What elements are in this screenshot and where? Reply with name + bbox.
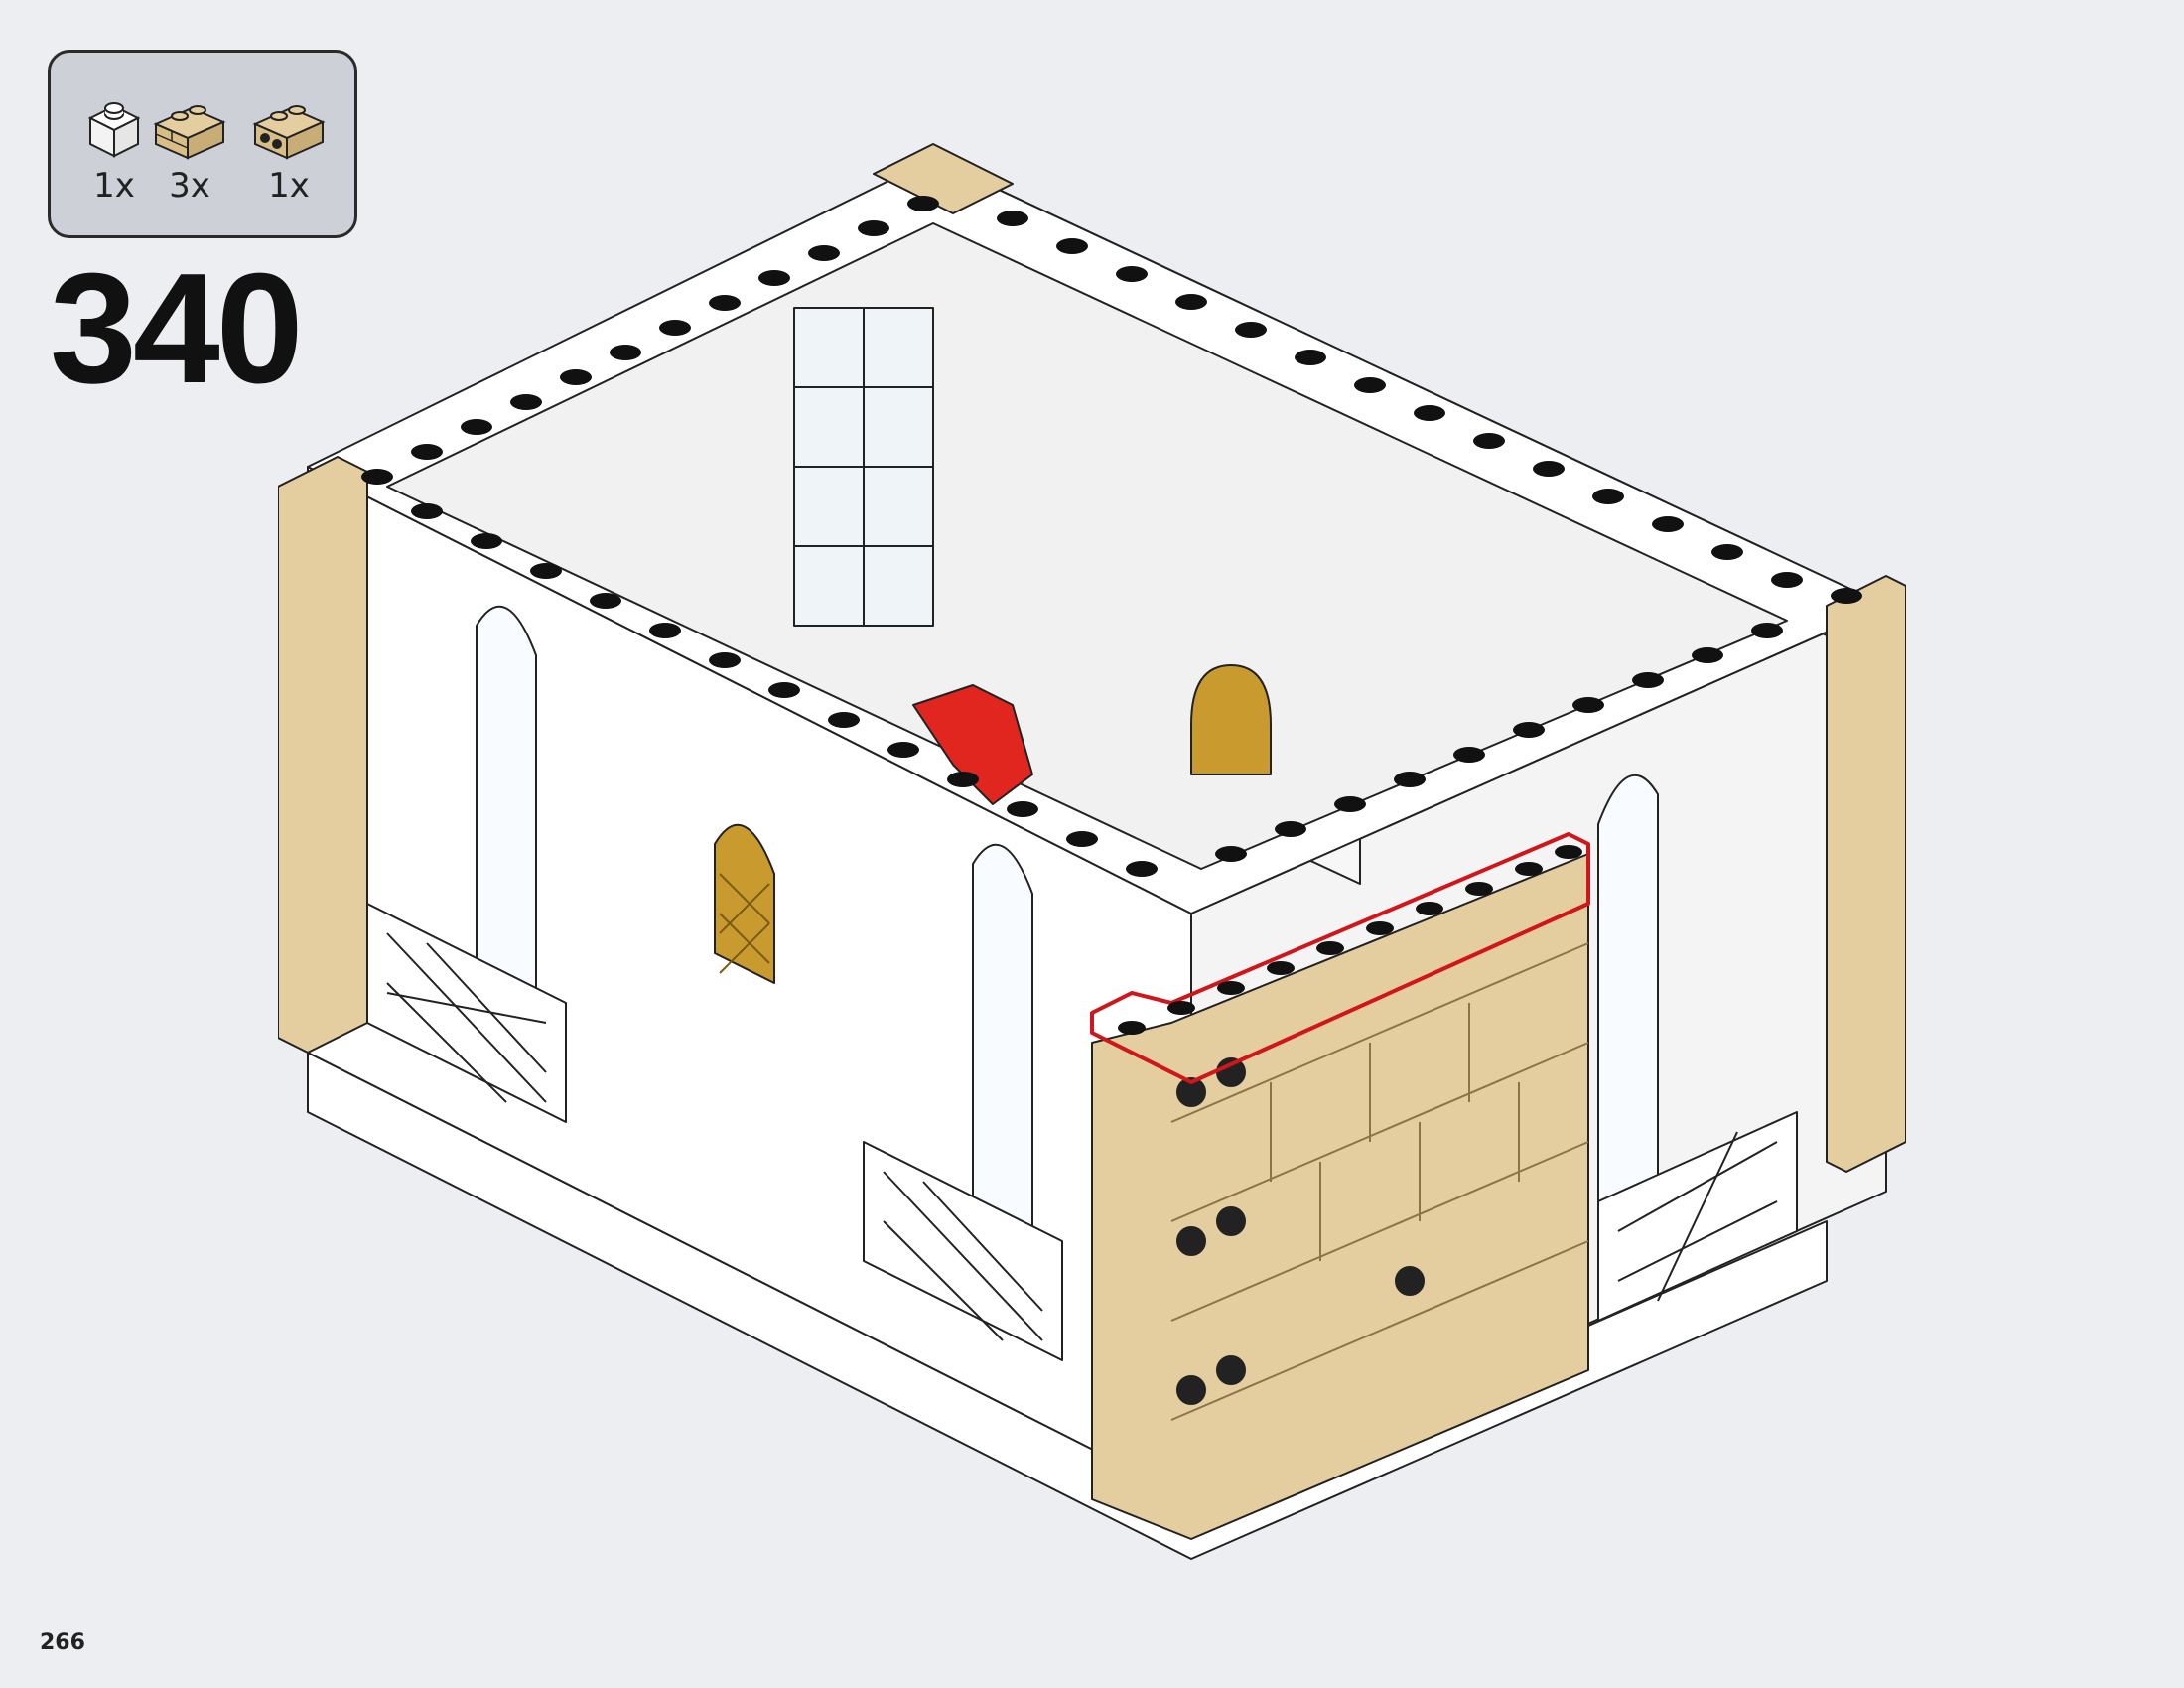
balcony-left [366, 903, 567, 1123]
tan-corner-left [278, 456, 368, 1054]
small-window [714, 823, 775, 984]
tan-corner-right [1826, 575, 1906, 1173]
model-illustration [278, 143, 1906, 1560]
tan-1x2-masonry-brick-icon [153, 105, 226, 160]
tan-1x2-brick-with-holes-icon [252, 105, 326, 160]
top-rim-opening [386, 222, 1788, 870]
technic-holes [1176, 1057, 1425, 1405]
part-qty: 1x [93, 166, 135, 206]
left-window-2 [972, 843, 1033, 1322]
red-part [912, 684, 1033, 805]
part-qty: 1x [268, 166, 310, 206]
tan-masonry-wall [1091, 853, 1589, 1540]
step-number: 340 [50, 241, 304, 416]
part-qty: 3x [169, 166, 210, 206]
studs [361, 196, 1862, 1035]
round-window [1190, 664, 1272, 775]
balcony-center [863, 1141, 1063, 1361]
page-number: 266 [40, 1630, 85, 1655]
highlight-new-parts [1090, 832, 1590, 1084]
white-1x1-brick-icon [87, 102, 141, 158]
left-window-1 [476, 605, 537, 1083]
part-masonry-brick: 3x [150, 96, 229, 206]
parts-callout: 1x 3x 1x [48, 50, 357, 238]
part-white-brick: 1x [74, 96, 154, 206]
right-window [1597, 774, 1659, 1202]
part-brick-with-holes: 1x [249, 96, 329, 206]
